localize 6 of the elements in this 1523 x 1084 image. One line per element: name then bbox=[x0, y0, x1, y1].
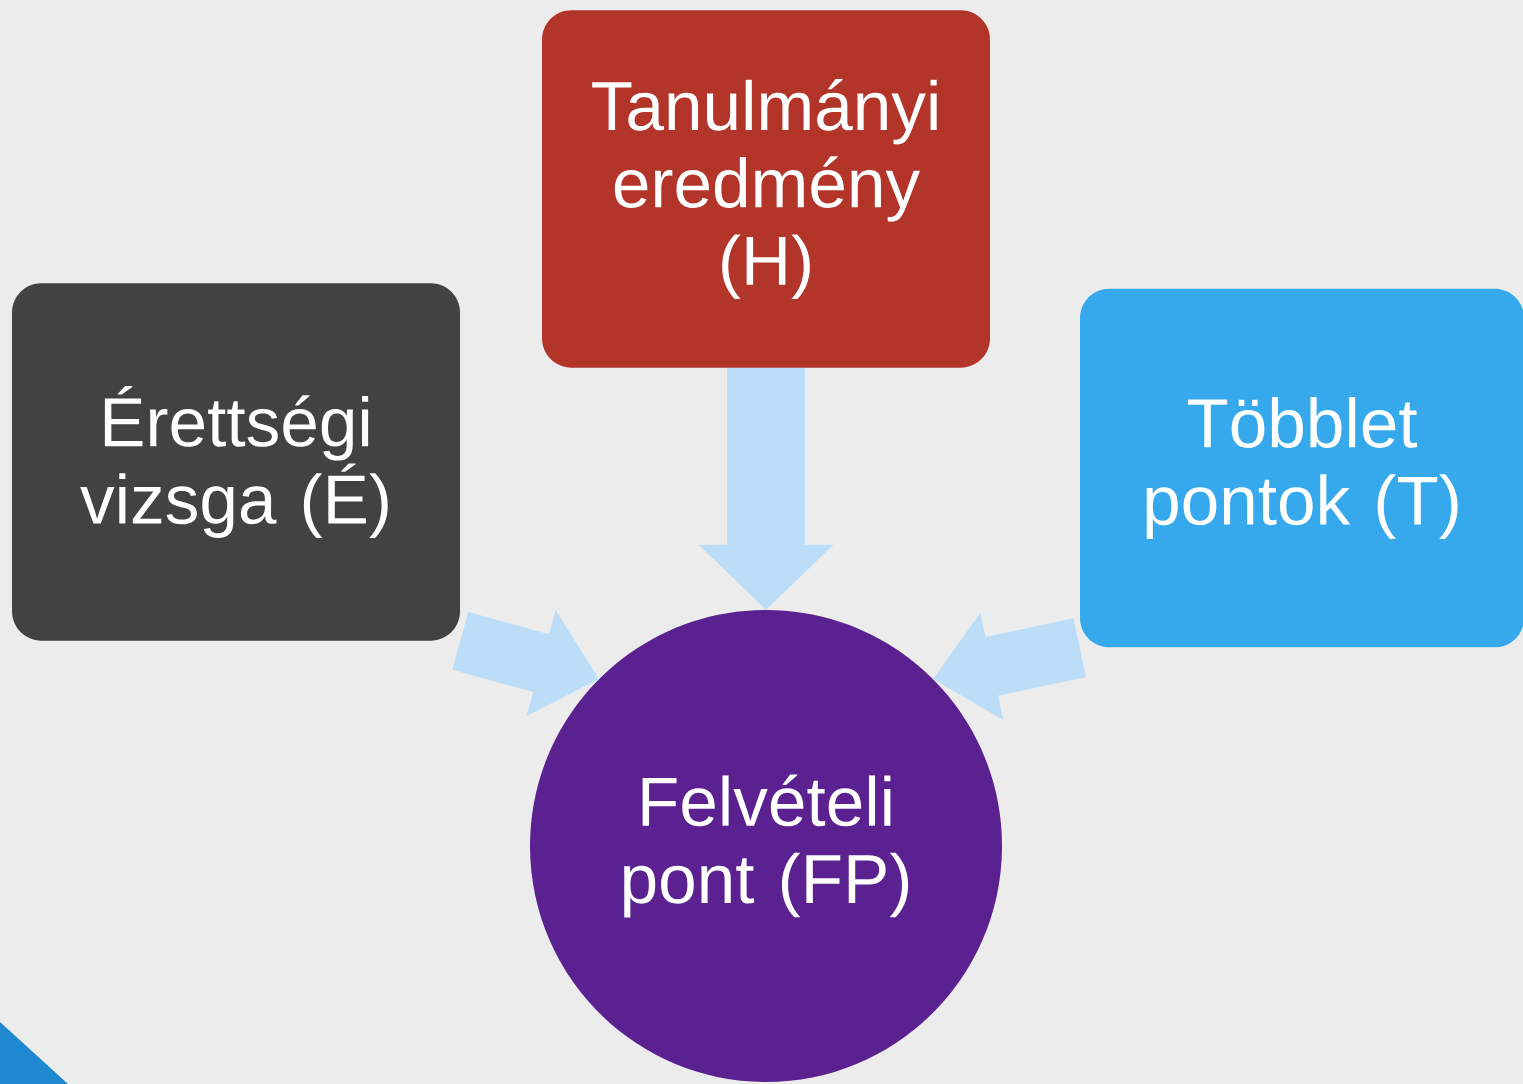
category-box: Érettségi vizsga (É) bbox=[12, 283, 460, 641]
block-arrow bbox=[698, 367, 834, 610]
category-box: Tanulmányi eredmény (H) bbox=[542, 10, 990, 368]
category-box: Többlet pontok (T) bbox=[1080, 288, 1523, 648]
block-arrow bbox=[933, 612, 1086, 721]
block-arrow bbox=[452, 610, 599, 717]
